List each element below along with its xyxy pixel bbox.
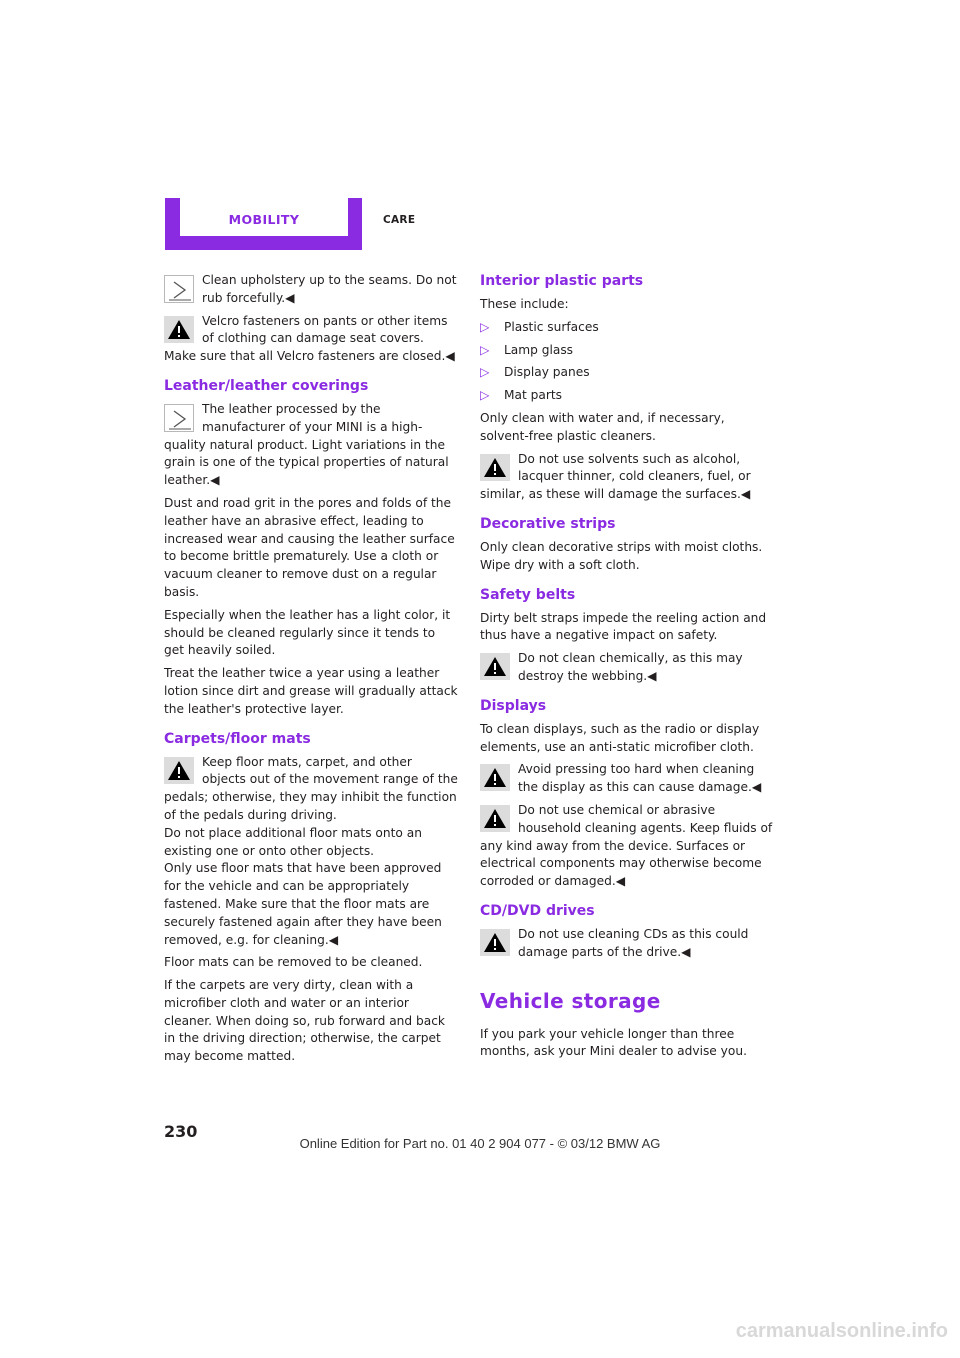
paragraph-belts: Dirty belt straps impede the reeling act… bbox=[480, 610, 767, 643]
paragraph-light-color: Especially when the leather has a light … bbox=[164, 607, 451, 658]
warning-display-chemical: Do not use chemical or abrasive househol… bbox=[480, 802, 774, 891]
paragraph-mats-removed: Floor mats can be removed to be cleaned. bbox=[164, 955, 423, 970]
paragraph-displays: To clean displays, such as the radio or … bbox=[480, 721, 760, 754]
list-item: ▷Display panes bbox=[480, 364, 774, 382]
bullet-arrow-icon: ▷ bbox=[480, 365, 490, 380]
warning-floor-mats-text-1: Keep floor mats, carpet, and other objec… bbox=[164, 754, 458, 822]
warning-triangle-icon bbox=[480, 928, 510, 956]
warning-triangle-icon bbox=[164, 756, 194, 784]
list-item: ▷Lamp glass bbox=[480, 342, 774, 360]
list-item: ▷Mat parts bbox=[480, 387, 774, 405]
warning-solvents: Do not use solvents such as alcohol, lac… bbox=[480, 451, 774, 504]
warning-solvents-text: Do not use solvents such as alcohol, lac… bbox=[480, 451, 751, 502]
paragraph-dust: Dust and road grit in the pores and fold… bbox=[164, 495, 455, 599]
warning-belts-text: Do not clean chemically, as this may des… bbox=[518, 651, 743, 683]
paragraph-water: Only clean with water and, if necessary,… bbox=[480, 410, 725, 443]
paragraph-storage: If you park your vehicle longer than thr… bbox=[480, 1026, 747, 1059]
heading-vehicle-storage: Vehicle storage bbox=[480, 988, 661, 1013]
paragraph-strips: Only clean decorative strips with moist … bbox=[480, 539, 763, 572]
warning-triangle-icon bbox=[480, 653, 510, 681]
warning-cd-text: Do not use cleaning CDs as this could da… bbox=[518, 926, 749, 959]
warning-display-pressing: Avoid pressing too hard when cleaning th… bbox=[480, 761, 774, 797]
warning-floor-mats-text-3: Only use floor mats that have been appro… bbox=[164, 861, 442, 947]
warning-floor-mats-text-2: Do not place additional floor mats onto … bbox=[164, 825, 422, 858]
section-label: CARE bbox=[383, 214, 416, 226]
bullet-arrow-icon: ▷ bbox=[480, 342, 490, 357]
plastic-parts-list: ▷Plastic surfaces ▷Lamp glass ▷Display p… bbox=[480, 319, 774, 405]
heading-decorative-strips: Decorative strips bbox=[480, 515, 616, 532]
warning-cd: Do not use cleaning CDs as this could da… bbox=[480, 926, 774, 962]
page-number: 230 bbox=[164, 1122, 198, 1141]
list-item: ▷Plastic surfaces bbox=[480, 319, 774, 337]
paragraph-treat: Treat the leather twice a year using a l… bbox=[164, 666, 458, 716]
warning-belts: Do not clean chemically, as this may des… bbox=[480, 650, 774, 686]
heading-cd-dvd: CD/DVD drives bbox=[480, 902, 595, 919]
heading-safety-belts: Safety belts bbox=[480, 586, 576, 603]
note-upholstery: Clean upholstery up to the seams. Do not… bbox=[164, 272, 458, 308]
note-leather-text: The leather processed by the manufacture… bbox=[164, 401, 449, 488]
warning-triangle-icon bbox=[480, 764, 510, 792]
warning-floor-mats: Keep floor mats, carpet, and other objec… bbox=[164, 754, 458, 950]
heading-leather: Leather/leather coverings bbox=[164, 377, 369, 394]
chapter-tab[interactable]: MOBILITY bbox=[180, 198, 348, 236]
right-column: Interior plastic parts These include: ▷P… bbox=[480, 272, 774, 1066]
warning-display-pressing-text: Avoid pressing too hard when cleaning th… bbox=[518, 762, 762, 795]
warning-triangle-icon bbox=[480, 453, 510, 481]
edition-footer: Online Edition for Part no. 01 40 2 904 … bbox=[299, 1136, 661, 1151]
watermark: carmanualsonline.info bbox=[735, 1320, 948, 1342]
warning-display-chemical-text: Do not use chemical or abrasive househol… bbox=[480, 802, 773, 889]
paragraph-include: These include: bbox=[480, 297, 569, 311]
left-column: Clean upholstery up to the seams. Do not… bbox=[164, 272, 458, 1071]
bullet-arrow-icon: ▷ bbox=[480, 319, 490, 334]
warning-triangle-icon bbox=[164, 315, 194, 343]
warning-velcro-text: Velcro fasteners on pants or other items… bbox=[164, 313, 455, 364]
note-arrow-icon bbox=[164, 403, 194, 432]
heading-carpets: Carpets/floor mats bbox=[164, 730, 311, 747]
note-leather: The leather processed by the manufacture… bbox=[164, 401, 458, 490]
warning-velcro: Velcro fasteners on pants or other items… bbox=[164, 313, 458, 366]
note-arrow-icon bbox=[164, 275, 194, 303]
warning-triangle-icon bbox=[480, 804, 510, 832]
paragraph-carpets-dirty: If the carpets are very dirty, clean wit… bbox=[164, 978, 445, 1064]
heading-interior-plastic: Interior plastic parts bbox=[480, 273, 644, 289]
bullet-arrow-icon: ▷ bbox=[480, 388, 490, 403]
chapter-tab-label: MOBILITY bbox=[228, 212, 300, 227]
heading-displays: Displays bbox=[480, 697, 547, 714]
note-upholstery-text: Clean upholstery up to the seams. Do not… bbox=[202, 273, 457, 305]
